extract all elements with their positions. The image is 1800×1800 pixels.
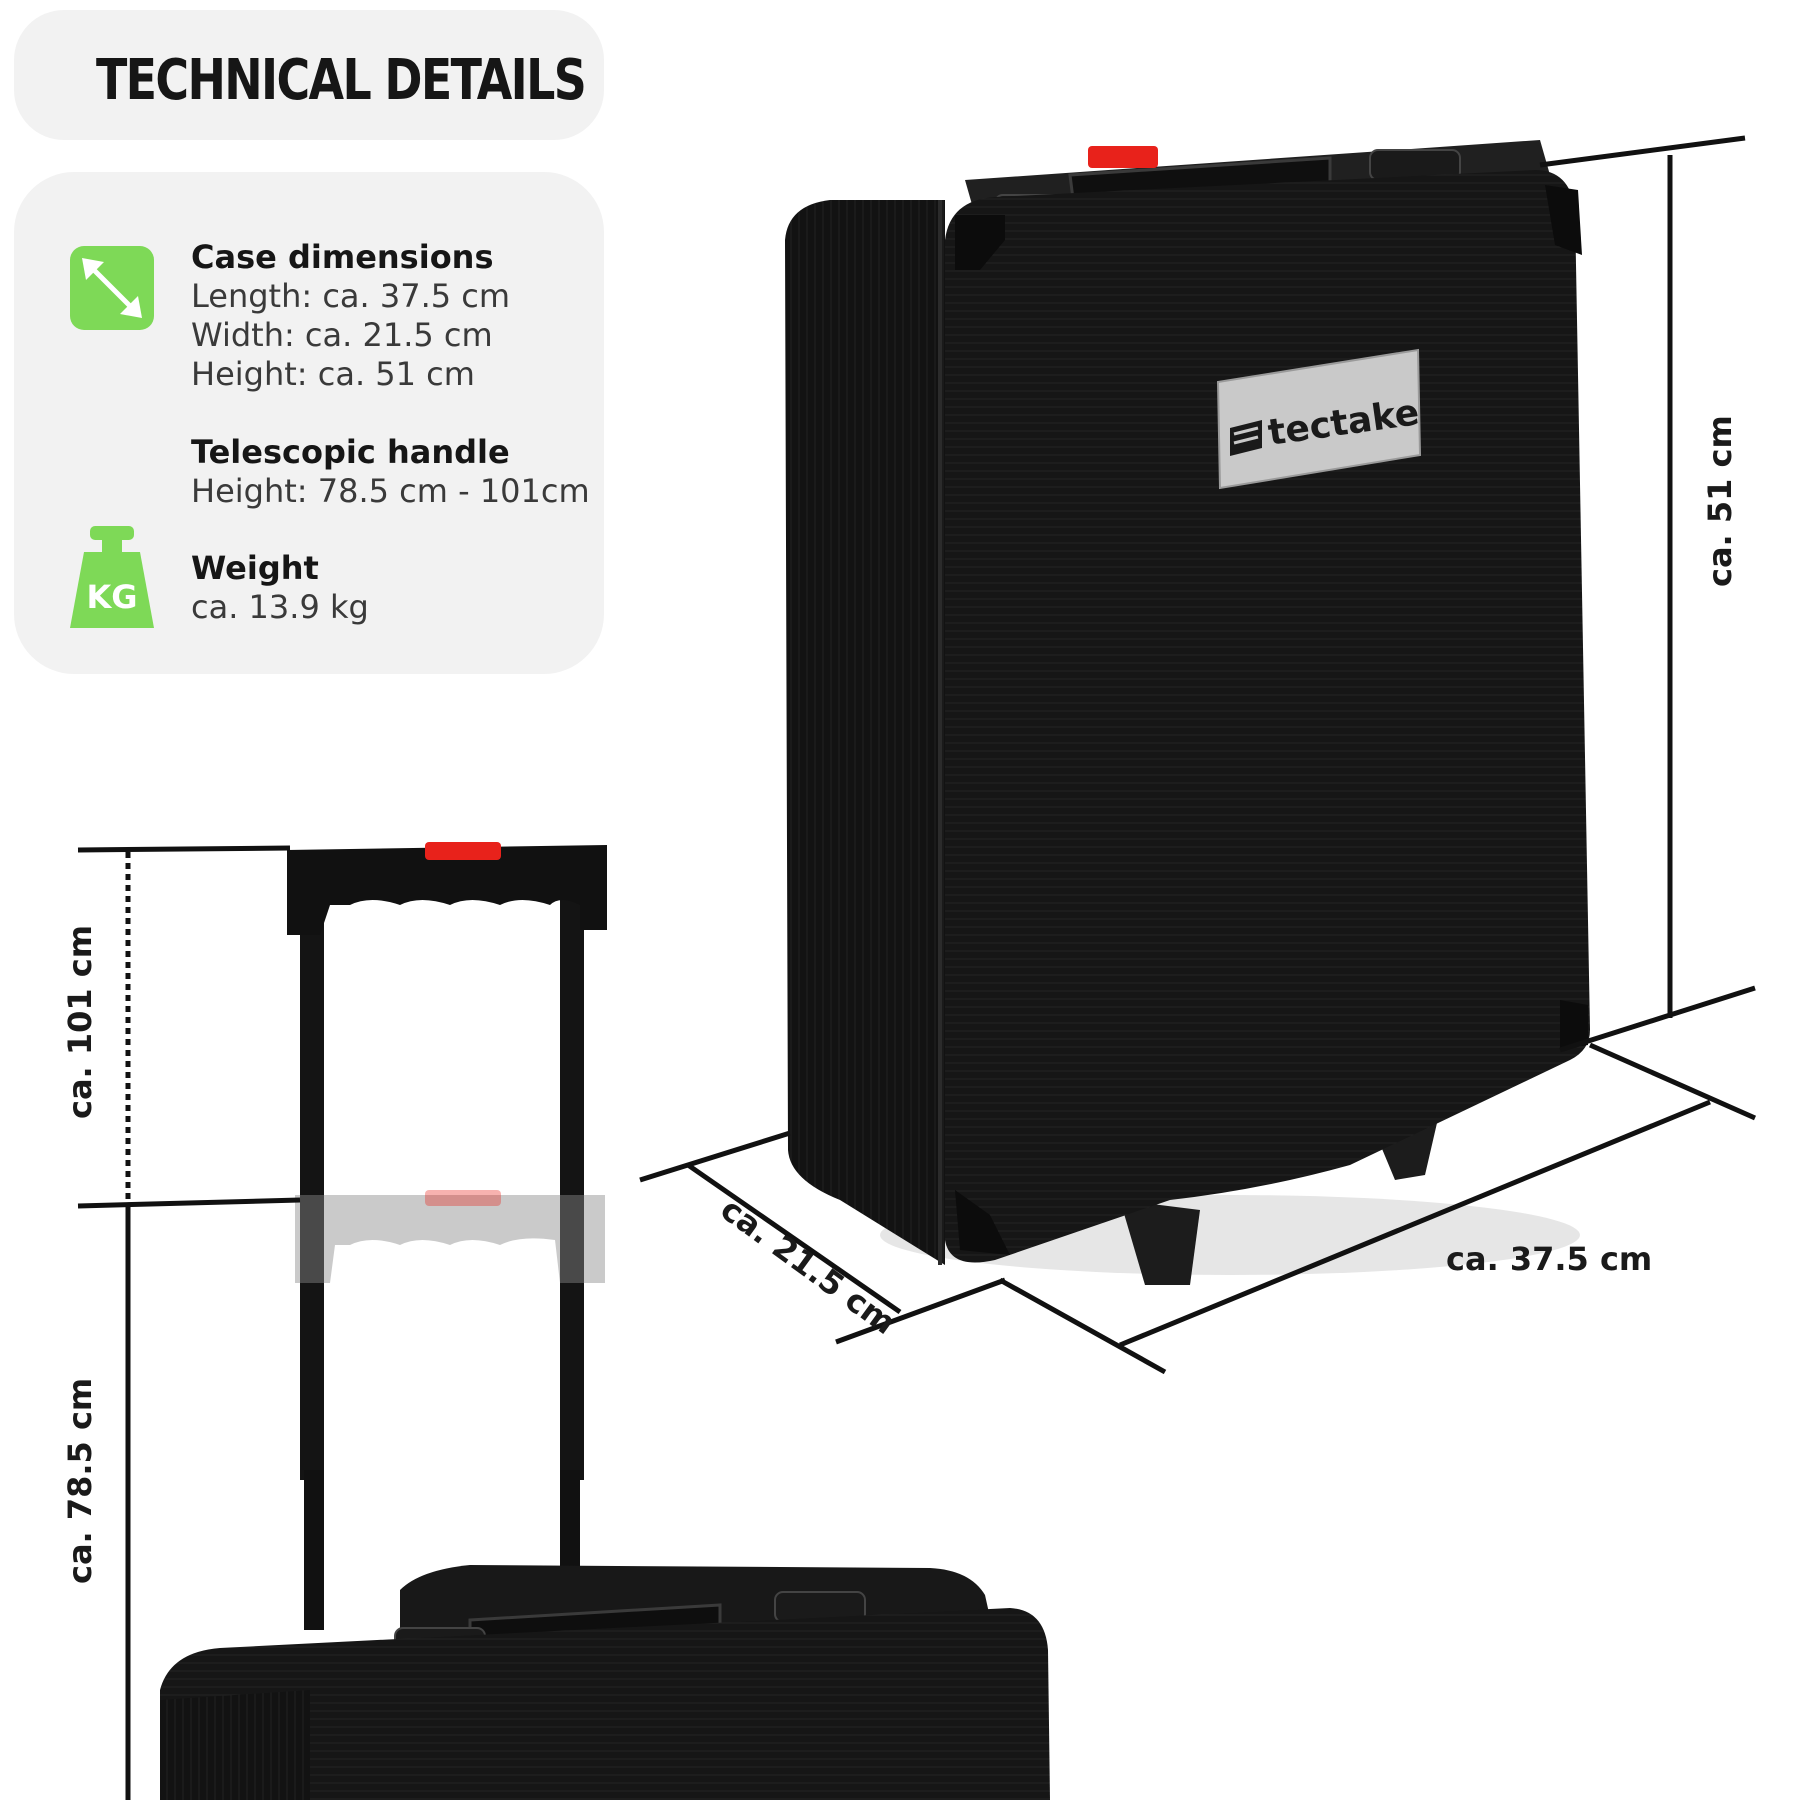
weight-kg-icon: KG [70,524,154,628]
handle-grip-retracted [295,1195,605,1283]
handle-pole-left [300,880,324,1480]
handle-retracted-label: ca. 78.5 cm [61,1377,99,1584]
handle-extended-label: ca. 101 cm [61,924,99,1119]
case-height: Height: ca. 51 cm [191,355,475,393]
brand-nameplate [1216,348,1422,490]
handle-button-extended [425,842,501,860]
handle-grip-extended [287,845,607,935]
case-height-label: ca. 51 cm [1701,415,1739,587]
telescopic-handle-illustration [160,842,1050,1800]
weight-value: ca. 13.9 kg [191,588,369,626]
upright-case: tectake [785,140,1590,1285]
case-length-label: ca. 37.5 cm [1446,1240,1653,1278]
case-length: Length: ca. 37.5 cm [191,277,511,315]
handle-dimension-lines [77,845,301,1800]
telescopic-handle-spec: Telescopic handle Height: 78.5 cm - 101c… [191,433,590,511]
case-front-panel [945,170,1590,1263]
case-dimension-lines [639,135,1757,1375]
title-pill: TECHNICAL DETAILS [14,10,604,140]
case-dimensions-title: Case dimensions [191,238,494,276]
weight-icon-text: KG [86,578,137,616]
case-dimensions-spec: Case dimensions Length: ca. 37.5 cm Widt… [191,238,510,394]
lower-case-body [160,1608,1050,1800]
weight-title: Weight [191,549,319,587]
handle-button-retracted [425,1190,501,1206]
top-handle-button [1088,146,1158,168]
case-side-panel [785,200,945,1265]
resize-arrow-icon [70,246,154,330]
weight-spec: Weight ca. 13.9 kg [191,549,369,627]
telescopic-handle-height: Height: 78.5 cm - 101cm [191,472,590,510]
case-width: Width: ca. 21.5 cm [191,316,493,354]
telescopic-handle-title: Telescopic handle [191,433,510,471]
wheel-front [1120,1200,1200,1285]
page-title: TECHNICAL DETAILS [96,48,587,113]
handle-pole-right [560,880,584,1480]
